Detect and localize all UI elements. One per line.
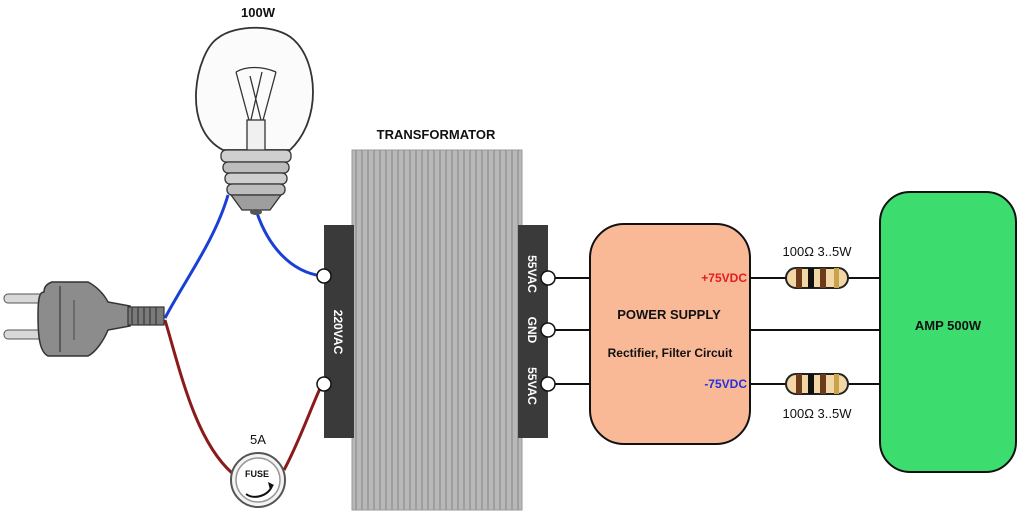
power-supply-title: POWER SUPPLY [617, 307, 721, 322]
secondary-terminal-top [540, 270, 556, 286]
secondary-ground-label: GND [525, 317, 539, 344]
blue-wire-plug-to-lamp [163, 194, 230, 319]
resistor-bottom-label: 100Ω 3..5W [783, 406, 853, 421]
light-bulb-icon [195, 26, 314, 215]
red-wire-plug-to-fuse [163, 319, 233, 475]
resistor-top-label: 100Ω 3..5W [783, 244, 853, 259]
amplifier-label: AMP 500W [915, 318, 982, 333]
blue-wire-lamp-to-transformer [255, 212, 323, 278]
fuse-rating-label: 5A [250, 432, 266, 447]
primary-terminal-bottom [316, 376, 332, 392]
amplifier-box [879, 191, 1017, 473]
secondary-terminal-ground [540, 322, 556, 338]
power-supply-subtitle: Rectifier, Filter Circuit [608, 346, 733, 360]
primary-terminal-block [324, 225, 354, 438]
primary-voltage-label: 220VAC [331, 310, 345, 355]
secondary-top-voltage-label: 55VAC [525, 255, 539, 293]
red-wire-fuse-to-transformer [282, 383, 324, 471]
lamp-wattage-label: 100W [241, 5, 276, 20]
transformer-label: TRANSFORMATOR [377, 127, 496, 142]
secondary-terminal-bottom [540, 376, 556, 392]
negative-output-label: -75VDC [704, 377, 747, 391]
power-supply-box [589, 223, 751, 445]
plug-icon [3, 281, 165, 357]
resistor-icon [785, 373, 849, 395]
resistor-icon [785, 267, 849, 289]
fuse-icon [230, 452, 286, 508]
primary-terminal-top [316, 268, 332, 284]
positive-output-label: +75VDC [701, 271, 747, 285]
secondary-bottom-voltage-label: 55VAC [525, 367, 539, 405]
transformer-core [351, 149, 523, 511]
fuse-label: FUSE [245, 469, 269, 479]
